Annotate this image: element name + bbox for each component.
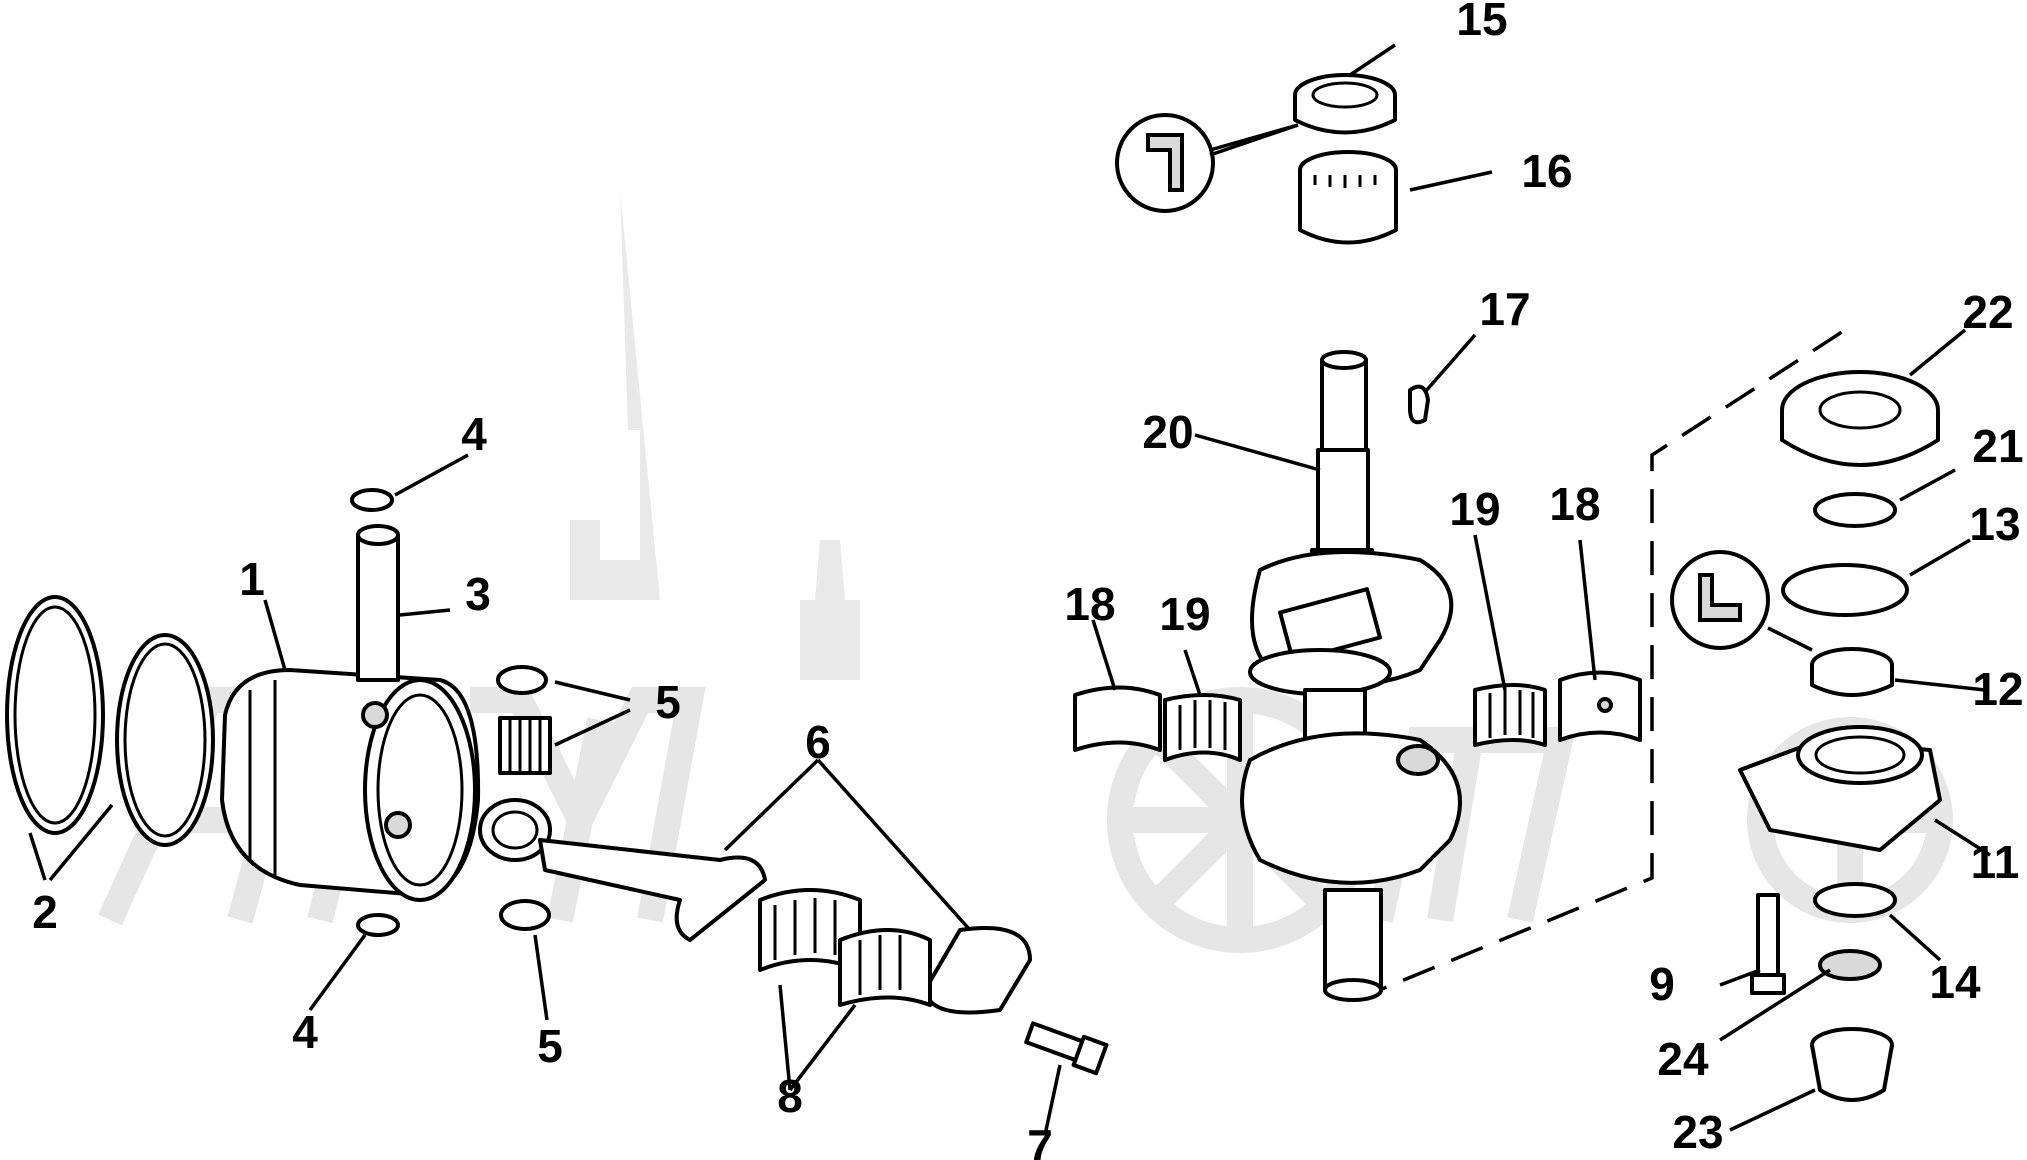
callout-2: 2 (32, 886, 58, 938)
lower-cup (1810, 1027, 1894, 1102)
callout-8: 8 (777, 1070, 803, 1122)
callout-14: 14 (1929, 956, 1981, 1008)
woodruff-key (1408, 384, 1430, 425)
callout-24: 24 (1657, 1033, 1709, 1085)
callout-18-left: 18 (1064, 578, 1115, 630)
callout-22: 22 (1962, 286, 2013, 338)
housing-o-ring (1813, 882, 1897, 918)
callout-4-upper: 4 (461, 408, 487, 460)
piston-pin-clip-upper (350, 488, 394, 512)
callout-16: 16 (1521, 145, 1572, 197)
assembly-guide-line (1354, 328, 1846, 1002)
piston-pin-clip-lower (356, 913, 400, 937)
piston-rings (5, 595, 215, 847)
callout-20: 20 (1142, 406, 1193, 458)
callout-7: 7 (1027, 1120, 1053, 1160)
bushing (1810, 647, 1894, 697)
callout-11: 11 (1971, 836, 2020, 888)
piston-pin (356, 524, 400, 682)
leader-lines (28, 43, 1991, 1136)
callout-19-left: 19 (1159, 588, 1210, 640)
retaining-ring (1813, 492, 1897, 528)
ball-bearing (1780, 370, 1940, 467)
housing-bolt (1750, 893, 1786, 995)
callout-5-lower: 5 (537, 1020, 563, 1072)
callout-18-right: 18 (1549, 478, 1600, 530)
callout-1: 1 (239, 553, 265, 605)
callout-4-lower: 4 (292, 1006, 318, 1058)
callout-21: 21 (1972, 420, 2023, 472)
bushing-detail-inset (1670, 550, 1770, 650)
callout-15: 15 (1456, 0, 1507, 45)
callout-13: 13 (1969, 498, 2020, 550)
rod-bearings (758, 888, 932, 1007)
callout-19-right: 19 (1449, 483, 1500, 535)
upper-needle-bearing (1298, 150, 1398, 245)
callout-23: 23 (1672, 1106, 1723, 1158)
callout-5-upper: 5 (655, 676, 681, 728)
callout-17: 17 (1479, 283, 1530, 335)
wrist-pin-bearing (496, 665, 552, 931)
seal-detail-inset (1115, 113, 1215, 213)
lower-seal (1818, 949, 1882, 981)
rod-bolt (1024, 1021, 1109, 1076)
callout-9: 9 (1649, 958, 1675, 1010)
callout-3: 3 (465, 568, 491, 620)
piston (220, 668, 481, 902)
main-bearing-left (1073, 685, 1242, 762)
upper-seal (1293, 73, 1397, 135)
callout-12: 12 (1972, 663, 2023, 715)
bearing-housing (1738, 725, 1942, 852)
crankshaft (1240, 350, 1462, 1002)
o-ring (1781, 563, 1909, 617)
main-bearing-right (1473, 670, 1642, 747)
callout-6: 6 (805, 716, 831, 768)
